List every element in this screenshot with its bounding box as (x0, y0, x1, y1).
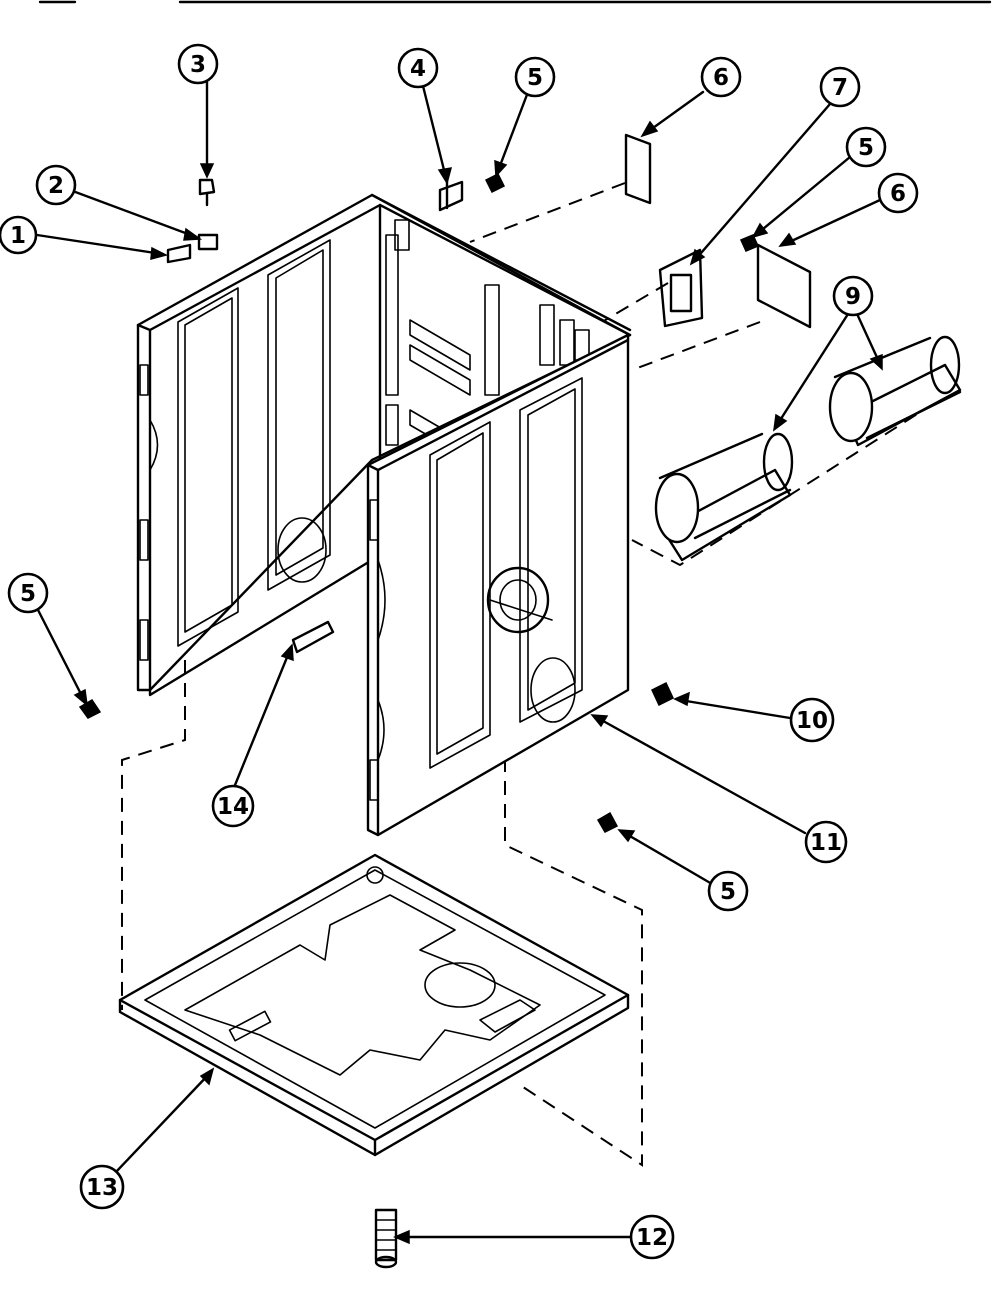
callout-3: 3 (177, 43, 219, 85)
callout-6-top-label: 6 (713, 65, 729, 91)
callout-5-left-label: 5 (20, 581, 36, 607)
part-14-rod (291, 620, 335, 654)
callout-2: 2 (35, 164, 77, 206)
callout-7: 7 (819, 66, 861, 108)
part-2-clip (197, 233, 219, 251)
callout-5-left: 5 (7, 572, 49, 614)
callout-3-label: 3 (190, 52, 206, 78)
part-3-screw (198, 178, 216, 207)
leader-arrows (35, 80, 883, 1245)
callout-6-right: 6 (877, 172, 919, 214)
callout-5-top-label: 5 (527, 65, 543, 91)
callout-10: 10 (789, 697, 835, 743)
callout-5-bottom: 5 (707, 870, 749, 912)
part-6-plate-right (756, 243, 812, 329)
callout-4: 4 (397, 47, 439, 89)
callout-12: 12 (629, 1214, 675, 1260)
callout-9-label: 9 (845, 284, 861, 310)
callout-4-label: 4 (410, 56, 426, 82)
part-9-cylinder-right (828, 335, 962, 447)
callout-7-label: 7 (832, 75, 848, 101)
part-6-plate-top (624, 133, 652, 205)
part-12-leveling-leg (374, 1208, 398, 1269)
callout-13: 13 (79, 1164, 125, 1210)
callout-5-bottom-label: 5 (720, 879, 736, 905)
callout-6-right-label: 6 (890, 181, 906, 207)
part-5-screw-top (484, 172, 506, 194)
callout-11-label: 11 (810, 830, 842, 856)
callout-13-label: 13 (86, 1175, 118, 1201)
base-pan (118, 853, 630, 1157)
callout-12-label: 12 (636, 1225, 668, 1251)
part-5-screw-right (739, 234, 760, 252)
cabinet-front-right-panel (366, 333, 630, 837)
callout-14-label: 14 (217, 794, 249, 820)
cabinet-rear-left-panel (136, 193, 632, 697)
part-5-screw-left (78, 698, 102, 719)
part-9-cylinder-left (654, 432, 794, 562)
part-7-bracket (658, 248, 704, 328)
part-10-screw (651, 681, 674, 707)
callout-2-label: 2 (48, 173, 64, 199)
callout-1-label: 1 (10, 223, 26, 249)
callout-1: 1 (0, 215, 38, 255)
callout-5-top: 5 (514, 56, 556, 98)
callout-5-right-label: 5 (858, 135, 874, 161)
callout-14: 14 (211, 784, 255, 828)
part-4-clip (438, 178, 464, 212)
part-5-screw-bottom (596, 811, 619, 833)
part-1-bracket (166, 243, 192, 264)
callout-11: 11 (804, 820, 848, 864)
callout-6-top: 6 (700, 56, 742, 98)
callout-9: 9 (832, 275, 874, 317)
callout-5-right: 5 (845, 126, 887, 168)
callout-10-label: 10 (796, 708, 828, 734)
